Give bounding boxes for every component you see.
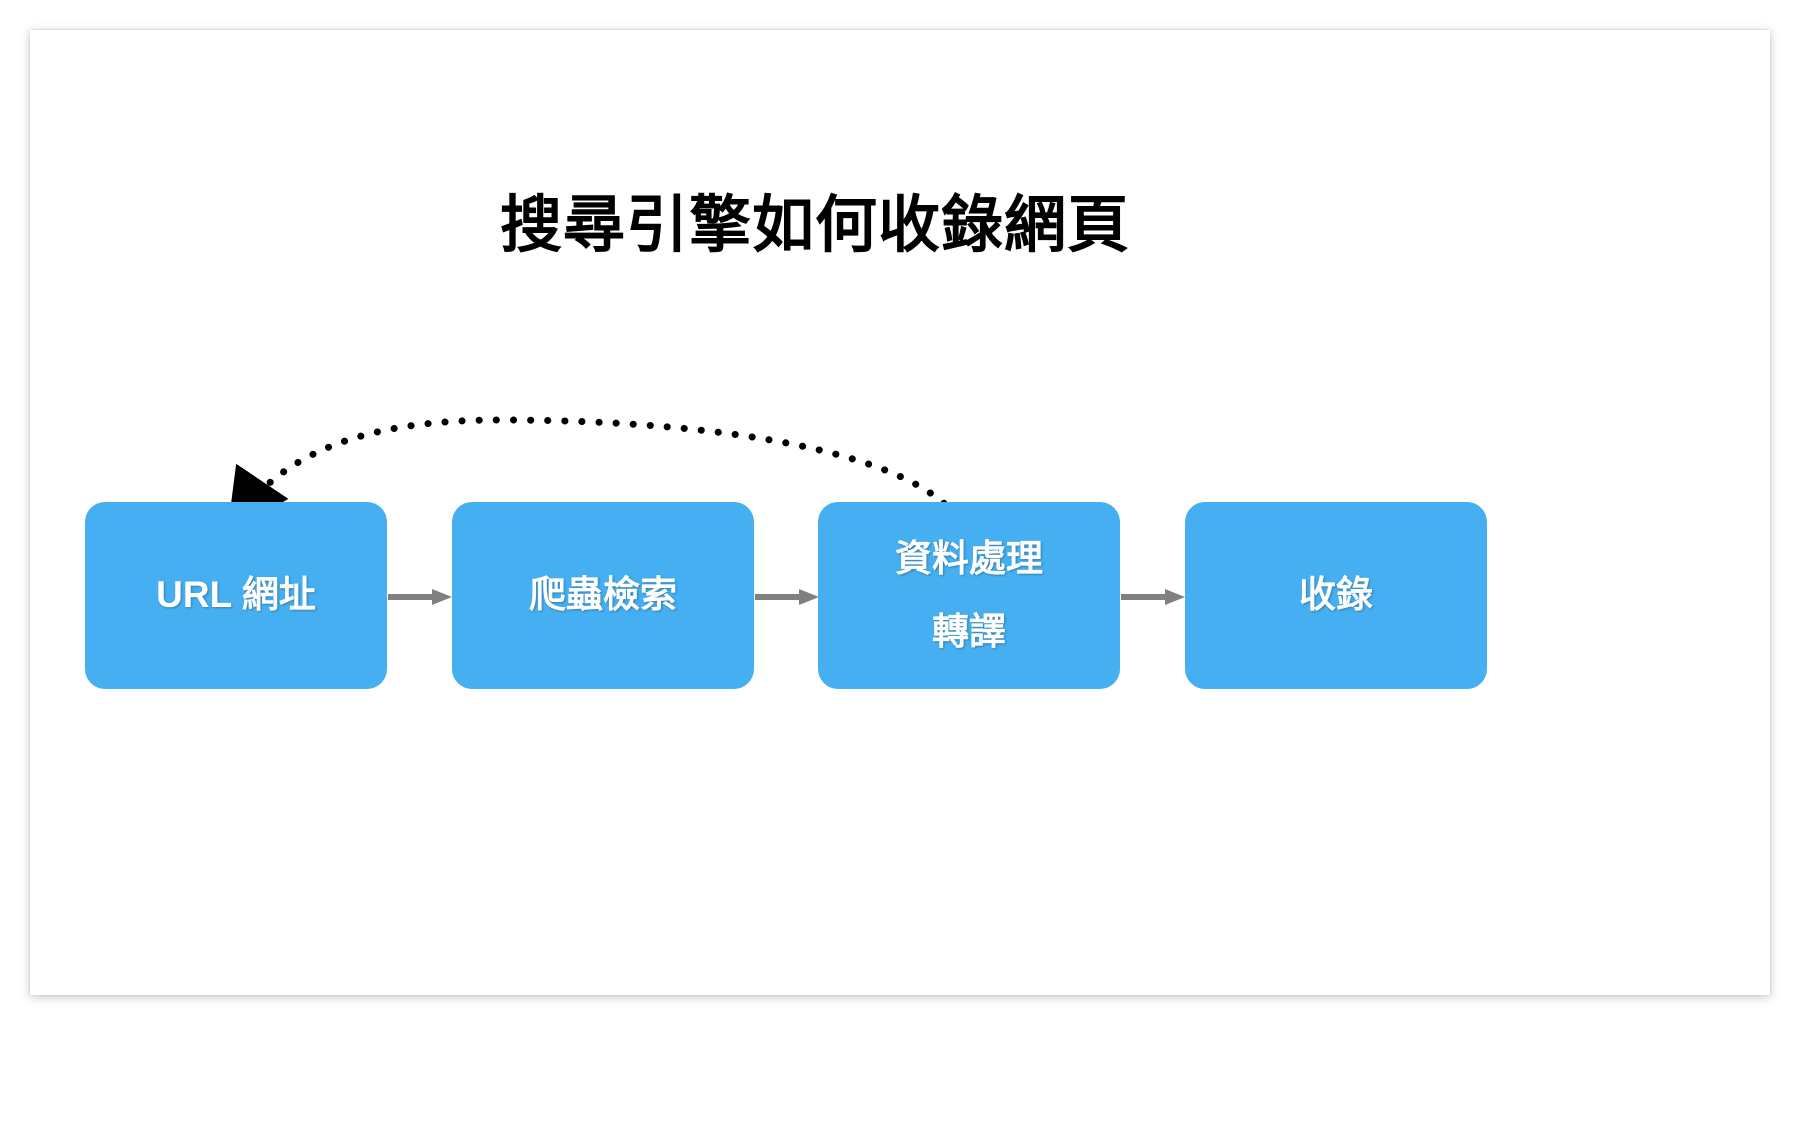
flow-step-crawl[interactable]: 爬蟲檢索 bbox=[452, 502, 754, 689]
flow-step-url[interactable]: URL 網址 bbox=[85, 502, 387, 689]
flow-step-process-label-line1: 資料處理 bbox=[895, 538, 1043, 580]
page-title: 搜尋引擎如何收錄網頁 bbox=[499, 191, 1130, 260]
flow-step-process[interactable]: 資料處理 轉譯 bbox=[818, 502, 1120, 689]
flow-step-crawl-label: 爬蟲檢索 bbox=[529, 574, 677, 616]
connector-process-to-index bbox=[1121, 589, 1185, 605]
flow-step-index-label: 收錄 bbox=[1299, 574, 1373, 616]
flow-step-url-label: URL 網址 bbox=[156, 574, 316, 616]
flow-step-process-label-line2: 轉譯 bbox=[932, 610, 1006, 652]
connector-url-to-crawl bbox=[388, 589, 452, 605]
slide-card: 搜尋引擎如何收錄網頁 URL 網址 爬蟲檢索 資料處理 轉譯 收錄 bbox=[30, 30, 1770, 995]
connector-crawl-to-process bbox=[755, 589, 819, 605]
flow-step-index[interactable]: 收錄 bbox=[1185, 502, 1487, 689]
